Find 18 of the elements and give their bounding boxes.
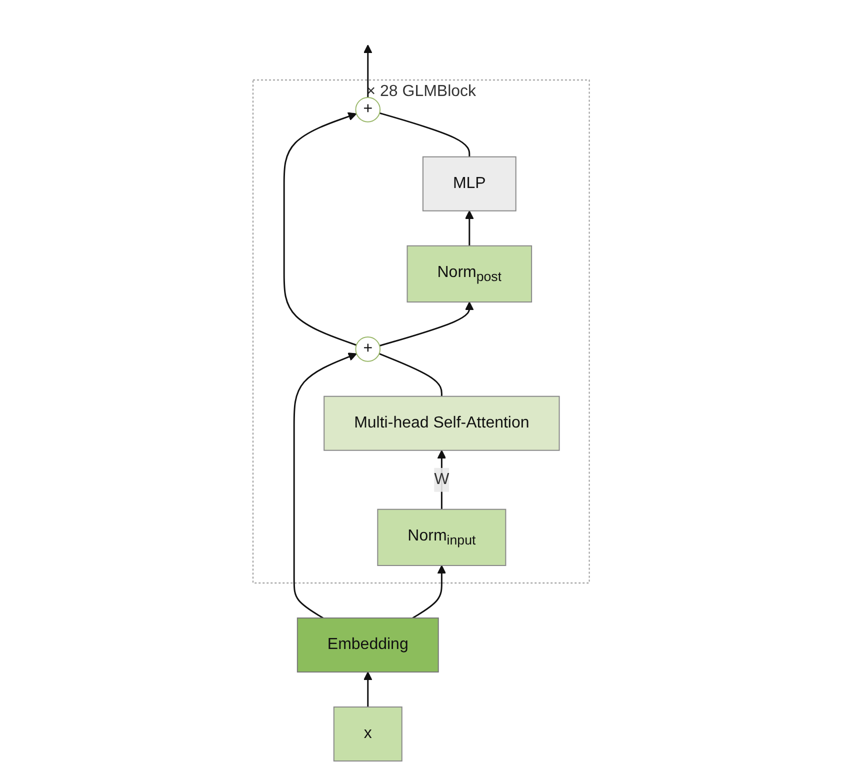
arrow	[380, 301, 474, 346]
connector	[380, 112, 471, 156]
node-circle: +	[356, 96, 381, 122]
connector	[379, 352, 443, 396]
node-box: Norm$_{post}$	[407, 244, 532, 302]
node-box: Multi-head Self-Attention	[324, 395, 560, 450]
edge-label: W	[434, 470, 450, 488]
arrow	[412, 564, 446, 618]
node-box: Norm$_{input}$	[378, 508, 507, 566]
arrow	[465, 210, 474, 246]
node-box: Embedding	[297, 617, 440, 672]
arrow	[364, 44, 373, 97]
arrow	[294, 352, 358, 618]
node-box: x	[334, 706, 403, 761]
node-box: MLP	[422, 156, 517, 211]
arrow	[284, 112, 358, 346]
arrow	[364, 671, 373, 706]
node-circle: +	[356, 336, 381, 362]
